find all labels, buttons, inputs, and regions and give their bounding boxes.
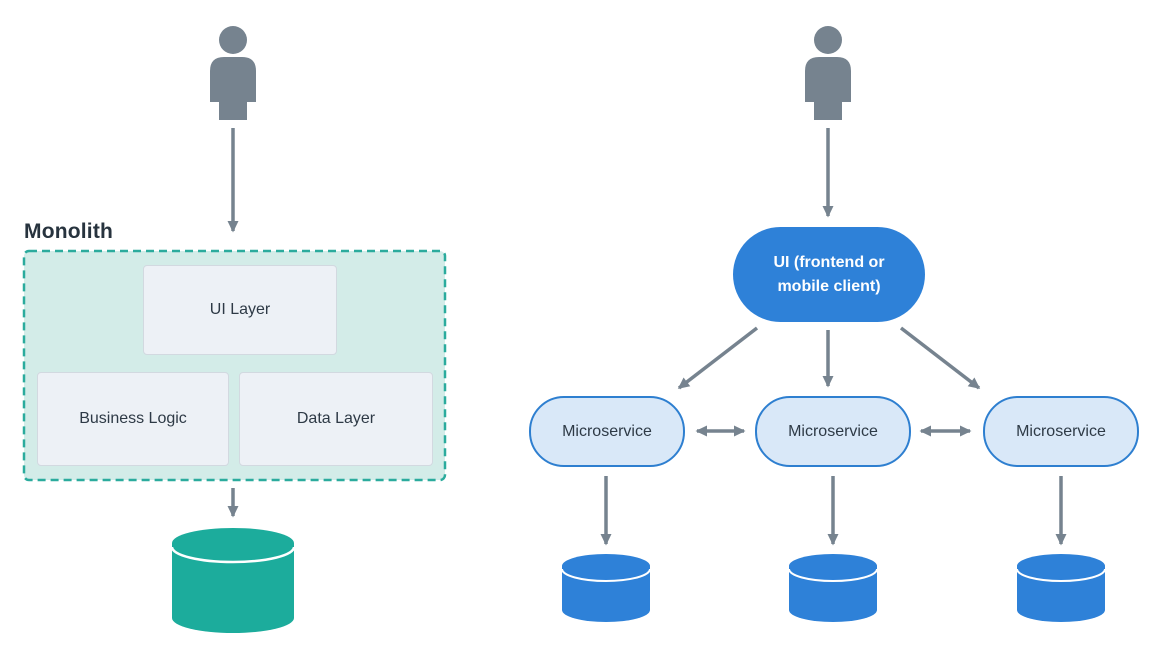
database-icon (788, 554, 878, 622)
microservice-label: Microservice (1016, 422, 1106, 440)
ui-layer-box: UI Layer (143, 265, 337, 355)
data-layer-box: Data Layer (239, 372, 433, 466)
microservice-label: Microservice (562, 422, 652, 440)
ui-client-pill: UI (frontend or mobile client) (733, 227, 925, 322)
ui-client-label-line2: mobile client) (777, 277, 881, 295)
business-logic-box: Business Logic (37, 372, 229, 466)
database-icon (1016, 554, 1106, 622)
arrow-ui-to-microservice-1 (677, 326, 759, 390)
ui-client-label-line1: UI (frontend or (773, 253, 885, 271)
monolith-label: Monolith (24, 220, 114, 243)
ui-layer-label: UI Layer (209, 301, 271, 318)
person-icon (210, 26, 256, 120)
arrow-ui-to-microservice-3 (899, 326, 981, 390)
business-logic-label: Business Logic (79, 410, 187, 427)
microservice-pill-1: Microservice (529, 396, 685, 467)
database-icon (170, 528, 296, 633)
microservice-label: Microservice (788, 422, 878, 440)
arrows-group (227, 128, 1067, 546)
person-icon (805, 26, 851, 120)
data-layer-label: Data Layer (296, 410, 376, 427)
microservice-pill-3: Microservice (983, 396, 1139, 467)
microservice-pill-2: Microservice (755, 396, 911, 467)
database-icon (561, 554, 651, 622)
